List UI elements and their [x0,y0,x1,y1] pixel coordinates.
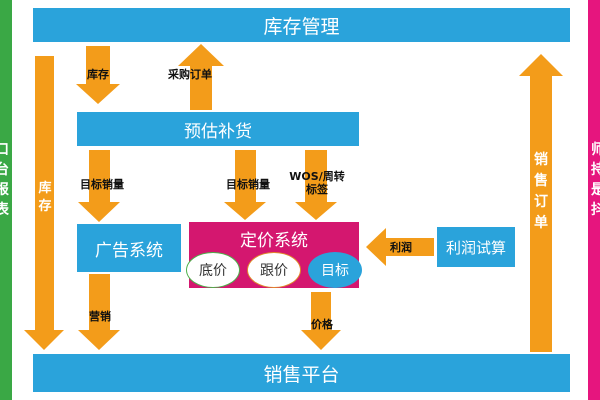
purchase-order-label: 采购订单 [168,68,212,81]
profit-trial-box: 利润试算 [437,227,515,267]
sales-platform-title: 销售平台 [263,363,340,386]
left-edge-strip [0,0,12,400]
marketing-arrow [78,274,120,350]
sales-order-up-arrow [519,54,563,352]
target-label: 目标 [321,263,349,279]
target-circle: 目标 [308,252,362,288]
inventory-management-bar: 库存管理 [33,8,570,42]
right-edge-label: 师持是抖 [591,142,600,218]
left-inventory-label: 库存 [38,181,52,214]
profit-trial-title: 利润试算 [445,238,506,257]
price-arrow [301,292,341,350]
inventory-management-title: 库存管理 [263,15,340,38]
follow-price-circle: 跟价 [247,252,301,288]
pricing-system-title: 定价系统 [240,231,308,251]
follow-price-label: 跟价 [260,263,288,279]
profit-arrow [366,228,434,266]
floor-price-label: 底价 [199,263,227,279]
inventory-down-arrow [76,46,120,104]
forecast-replenishment-title: 预估补货 [184,121,252,142]
wos-tag-label: WOS/周转 标签 [289,170,345,196]
inventory-arrow-label: 库存 [87,68,109,81]
price-label: 价格 [311,318,333,331]
wos-tag-arrow [295,150,337,220]
sales-platform-bar: 销售平台 [33,354,570,392]
profit-arrow-label: 利润 [390,241,412,254]
ad-system-box: 广告系统 [77,224,181,272]
left-edge-label: 口台报表 [0,142,9,218]
target-sales-left-arrow [78,150,120,222]
ad-system-title: 广告系统 [95,240,163,261]
left-inventory-arrow [24,56,64,350]
purchase-order-up-arrow [178,44,224,110]
right-edge-strip [588,0,600,400]
target-sales-left-label: 目标销量 [80,178,124,191]
marketing-label: 营销 [89,310,111,323]
floor-price-circle: 底价 [186,252,240,288]
target-sales-mid-label: 目标销量 [226,178,270,191]
target-sales-mid-arrow [224,150,266,220]
forecast-replenishment-box: 预估补货 [77,112,359,146]
sales-order-label: 销售订单 [534,152,548,231]
